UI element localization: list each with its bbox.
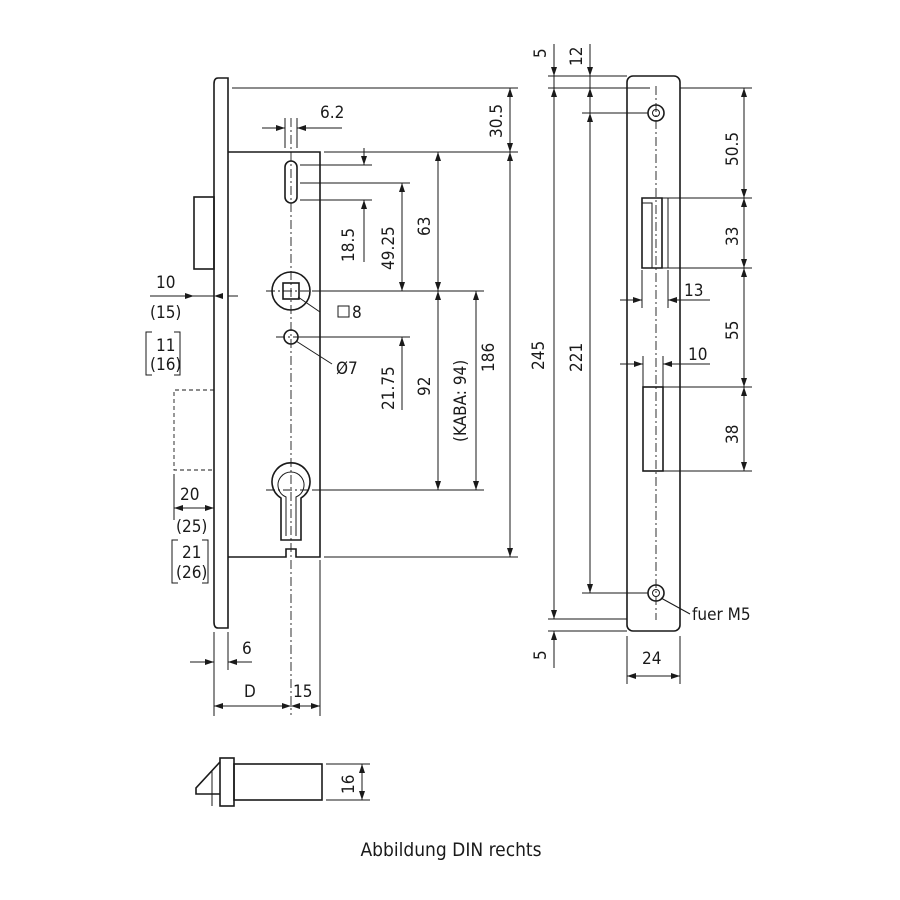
strike-dim-12: 12 <box>567 47 587 66</box>
strike-dim-10: 10 <box>688 345 707 365</box>
strike-dim-50-5: 50.5 <box>723 132 743 166</box>
dim-11: 11 <box>156 336 175 356</box>
main-view-dimensions: 6.2 30.5 245 18.5 49.25 <box>145 87 549 716</box>
dim-15: 15 <box>293 682 312 702</box>
lock-case-outline <box>228 151 321 558</box>
dim-49-25: 49.25 <box>379 226 399 270</box>
lock-body-view <box>173 77 321 715</box>
dim-6-2: 6.2 <box>320 103 344 123</box>
deadbolt-hidden-outline <box>173 389 214 471</box>
dim-kaba: (KABA: 94) <box>451 360 471 442</box>
strike-dim-221: 221 <box>567 343 587 372</box>
dim-92: 92 <box>415 377 435 396</box>
strike-dim-38: 38 <box>723 425 743 444</box>
dim-245: 245 <box>529 341 549 370</box>
dim-16p: (16) <box>150 355 181 375</box>
bolt-side-latch <box>195 761 221 795</box>
strike-dim-13: 13 <box>684 281 703 301</box>
dim-30-5: 30.5 <box>487 104 507 138</box>
strike-dim-5-top: 5 <box>531 48 551 58</box>
strike-dim-5-bot: 5 <box>531 650 551 660</box>
strike-plate-outline <box>626 75 681 632</box>
dim-10: 10 <box>156 273 175 293</box>
cylinder-cutout <box>271 462 311 541</box>
strike-label-fuer-m5: fuer M5 <box>692 605 751 625</box>
faceplate-outline <box>213 77 229 629</box>
dim-D: D <box>244 682 256 702</box>
strike-plate-view <box>626 75 681 632</box>
dim-63: 63 <box>415 217 435 236</box>
bolt-side-plate <box>219 757 235 807</box>
dim-186: 186 <box>479 343 499 372</box>
dim-20: 20 <box>180 485 199 505</box>
strike-dim-55: 55 <box>723 321 743 340</box>
dim-15p: (15) <box>150 303 181 323</box>
latch-bolt <box>193 196 215 270</box>
strike-dim-24: 24 <box>642 649 661 669</box>
deadbolt-opening <box>642 386 664 472</box>
strike-dim-33: 33 <box>723 227 743 246</box>
dim-6: 6 <box>242 639 252 659</box>
strike-plate-dimensions: 5 12 221 5 50.5 33 <box>531 44 752 684</box>
dim-21-75: 21.75 <box>379 366 399 410</box>
bottom-side-view: 16 <box>195 757 370 807</box>
dim-25p: (25) <box>176 517 207 537</box>
dim-dia7: Ø7 <box>336 359 358 379</box>
dim-16: 16 <box>339 775 359 794</box>
dim-21: 21 <box>182 543 201 563</box>
square-symbol <box>337 305 350 318</box>
dim-sq8: 8 <box>352 303 362 323</box>
dim-18-5: 18.5 <box>339 228 359 262</box>
bolt-side-body <box>233 763 323 801</box>
dim-26p: (26) <box>176 563 207 583</box>
figure-caption: Abbildung DIN rechts <box>360 839 541 861</box>
